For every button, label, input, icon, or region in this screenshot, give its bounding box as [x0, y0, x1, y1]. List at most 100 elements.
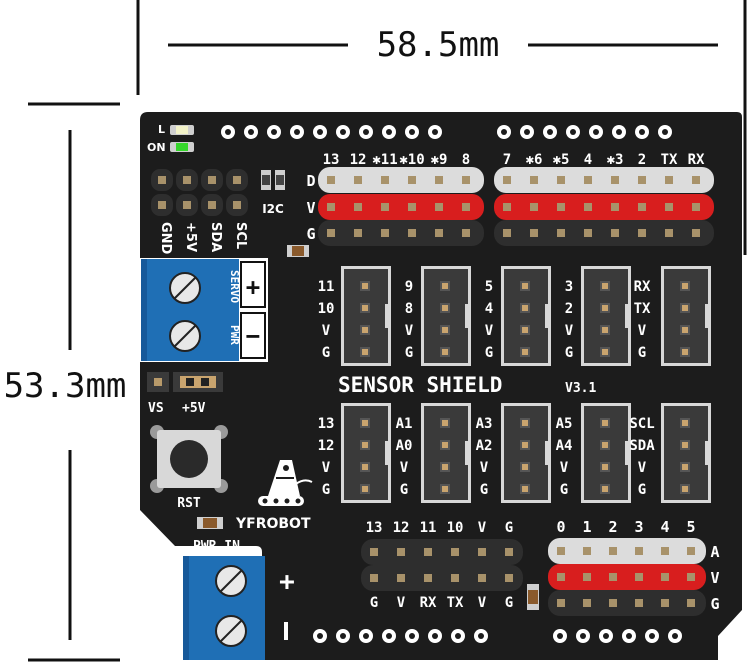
- connector-pin-label: A0: [396, 438, 413, 454]
- width-label: 58.5mm: [377, 25, 500, 65]
- analog-pin: [635, 573, 643, 581]
- sensor-connector[interactable]: [581, 403, 631, 503]
- connector-pin-label: V: [638, 323, 647, 339]
- digital-pin-label: TX: [661, 152, 678, 168]
- digital-pin: [611, 229, 619, 237]
- header-hole: [382, 125, 396, 139]
- digital-pin: [408, 229, 416, 237]
- header-hole: [359, 629, 373, 643]
- pwr-in-terminal[interactable]: PWR IN +: [183, 539, 295, 660]
- digital-pin: [462, 203, 470, 211]
- bottom-pin-label: 11: [420, 520, 437, 536]
- digital-pin-label: 13: [323, 152, 340, 168]
- bottom-pin: [505, 574, 513, 582]
- connector-pin-label: G: [405, 345, 413, 361]
- digital-pin: [530, 203, 538, 211]
- connector-pin-label: G: [565, 345, 573, 361]
- digital-row-label: D: [306, 172, 315, 190]
- analog-pin-label: 5: [686, 518, 695, 536]
- sensor-connector[interactable]: [341, 403, 391, 503]
- analog-pin-label: 1: [582, 518, 591, 536]
- robot-logo: [258, 460, 313, 506]
- header-strip: [494, 194, 714, 220]
- led-l: L: [158, 123, 194, 136]
- connector-pin-label: RX: [634, 279, 651, 295]
- header-hole: [405, 125, 419, 139]
- analog-pin: [687, 599, 695, 607]
- i2c-pin: [151, 194, 173, 216]
- header-hole: [359, 125, 373, 139]
- i2c-pin-label: +5V: [183, 222, 198, 252]
- header-strip: [318, 167, 484, 193]
- i2c-pin-label: SCL: [233, 222, 248, 249]
- connector-pin-label: TX: [634, 301, 651, 317]
- connector-pin-label: A4: [556, 438, 573, 454]
- digital-pin: [557, 176, 565, 184]
- connector-pin-label: 12: [318, 438, 335, 454]
- connector-pin-label: V: [638, 460, 647, 476]
- digital-pin: [435, 229, 443, 237]
- power-jumper[interactable]: VS +5V: [147, 372, 223, 416]
- analog-pin: [557, 573, 565, 581]
- digital-pin: [638, 229, 646, 237]
- reset-button[interactable]: RST: [150, 425, 228, 511]
- analog-pin-label: 4: [660, 518, 669, 536]
- digital-pin: [435, 203, 443, 211]
- digital-pin: [381, 203, 389, 211]
- connector-pin-label: 10: [318, 301, 335, 317]
- sensor-connector[interactable]: [581, 266, 631, 366]
- analog-pin: [583, 547, 591, 555]
- board-title: SENSOR SHIELD: [338, 373, 502, 397]
- header-strip: [548, 538, 706, 564]
- digital-pin: [584, 203, 592, 211]
- header-strip: [494, 220, 714, 246]
- digital-pin: [665, 229, 673, 237]
- digital-pin: [503, 229, 511, 237]
- digital-pin: [530, 176, 538, 184]
- analog-pin: [687, 547, 695, 555]
- header-hole: [428, 125, 442, 139]
- sensor-connector[interactable]: [341, 266, 391, 366]
- connector-pin-label: A5: [556, 416, 573, 432]
- digital-pin: [327, 203, 335, 211]
- bottom-pin-label: TX: [447, 595, 464, 611]
- analog-row-label: G: [710, 595, 719, 613]
- header-hole: [612, 125, 626, 139]
- bottom-pin-label: V: [397, 595, 406, 611]
- connector-pin-label: 9: [405, 279, 413, 295]
- sensor-connector[interactable]: [501, 403, 551, 503]
- digital-pin: [381, 229, 389, 237]
- digital-pin-label: ✱9: [431, 152, 448, 168]
- bottom-pin: [397, 574, 405, 582]
- digital-pin: [530, 229, 538, 237]
- header-hole: [313, 629, 327, 643]
- analog-pin: [635, 547, 643, 555]
- sensor-connector[interactable]: [501, 266, 551, 366]
- connector-pin-label: 4: [485, 301, 493, 317]
- bottom-pin: [451, 548, 459, 556]
- digital-pin: [354, 229, 362, 237]
- sensor-connector[interactable]: [661, 266, 711, 366]
- connector-pin-label: 8: [405, 301, 413, 317]
- analog-pin: [583, 599, 591, 607]
- digital-pin-label: 4: [584, 152, 592, 168]
- header-strip: [361, 565, 523, 591]
- digital-pin-label: 7: [503, 152, 511, 168]
- sensor-connector[interactable]: [421, 403, 471, 503]
- digital-pin-label: ✱3: [607, 152, 624, 168]
- header-strip: [548, 564, 706, 590]
- servo-power-terminal[interactable]: SERVO PWR + −: [140, 258, 268, 362]
- sensor-connector[interactable]: [661, 403, 711, 503]
- digital-pin: [327, 229, 335, 237]
- connector-pin-label: G: [638, 482, 646, 498]
- smd-resistor-3: [527, 584, 539, 610]
- bottom-pin-label: 13: [366, 520, 383, 536]
- digital-pin: [611, 203, 619, 211]
- servo-plus: +: [246, 273, 260, 301]
- analog-pin: [661, 547, 669, 555]
- sensor-connector[interactable]: [421, 266, 471, 366]
- digital-pin: [462, 229, 470, 237]
- rst-label: RST: [177, 496, 201, 511]
